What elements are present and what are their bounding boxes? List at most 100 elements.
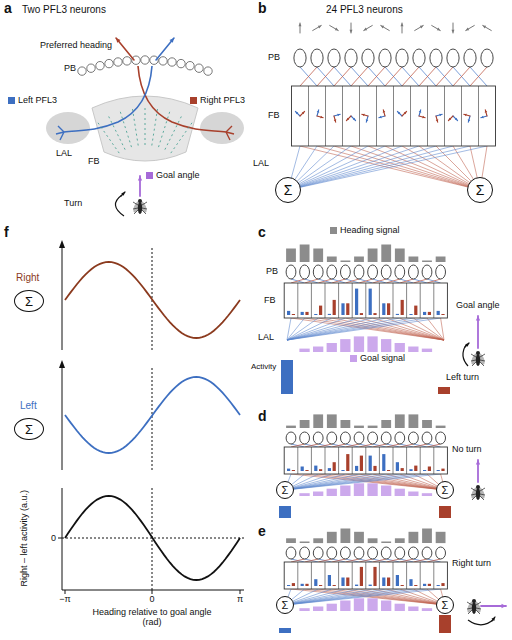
heading-arrow — [381, 26, 390, 31]
fly-body — [476, 488, 480, 500]
heading-bar — [300, 245, 310, 263]
preferred-heading-arrow — [379, 116, 385, 118]
heading-bar — [354, 257, 364, 263]
text-label: FB — [268, 110, 280, 120]
fb-column-divider — [420, 283, 421, 318]
pb-glomerulus — [186, 61, 194, 69]
heading-bar — [409, 257, 419, 263]
pb-glomerulus — [159, 57, 167, 65]
pb-glomerulus — [177, 59, 185, 67]
goal-bar — [354, 336, 364, 352]
preferred-heading-arrow-head — [436, 119, 439, 122]
activity-bar — [279, 628, 291, 633]
fly-legs — [471, 488, 485, 500]
cell-activity-bar — [414, 585, 417, 586]
heading-bar — [300, 420, 310, 428]
preferred-heading-arrow — [464, 114, 470, 116]
pb-fb-wire — [305, 444, 319, 447]
cell-activity-bar — [360, 567, 363, 586]
lal-neuropil — [46, 112, 90, 144]
pb-glomerulus — [286, 432, 296, 444]
cell-activity-bar — [287, 469, 290, 471]
goal-bar — [367, 598, 377, 611]
pb-fb-wire — [305, 559, 319, 562]
cell-activity-bar — [305, 312, 308, 315]
heading-bar — [381, 420, 391, 428]
cell-activity-bar — [423, 470, 426, 471]
heading-bar — [436, 257, 446, 263]
pb-glomerulus — [354, 432, 364, 444]
fb-column-dashes — [109, 117, 125, 150]
heading-arrow — [466, 26, 475, 31]
pb-glomerulus — [168, 58, 176, 66]
heading-arrow-head — [437, 28, 440, 31]
pb-fb-wire — [419, 67, 436, 86]
pb-fb-wire — [345, 559, 359, 562]
fb-column-divider — [338, 447, 339, 474]
heading-arrow-head — [400, 23, 403, 26]
pb-fb-wire — [413, 559, 427, 562]
preferred-heading-arrow — [397, 111, 402, 116]
preferred-heading-arrow — [383, 110, 385, 116]
goal-bar — [299, 493, 309, 496]
pb-fb-wire — [368, 67, 385, 86]
pb-fb-wire — [305, 559, 319, 562]
fly-head — [472, 599, 476, 603]
preferred-heading-arrow-head — [419, 110, 422, 113]
legend-entry: Heading signal — [330, 225, 400, 235]
heading-arrow — [313, 26, 322, 31]
text-label: PB — [266, 266, 278, 276]
pb-fb-wire — [359, 559, 373, 562]
fb-column-divider — [393, 447, 394, 474]
axis-tick — [152, 590, 153, 594]
preferred-heading-arrow — [436, 116, 438, 122]
pb-glomerulus — [395, 432, 405, 444]
fb-column-divider — [461, 86, 462, 146]
goal-angle-arrow-head — [502, 604, 507, 608]
pb-fb-wire — [291, 444, 305, 447]
fb-box — [284, 447, 447, 474]
fb-column-dashes — [152, 109, 158, 146]
pb-glomerulus — [368, 265, 378, 279]
activity-bar — [438, 387, 450, 394]
fb-column-dashes — [145, 108, 146, 145]
preferred-heading-arrow — [116, 38, 134, 60]
legend-text: Goal signal — [360, 353, 405, 363]
text-label: FB — [88, 156, 100, 166]
cell-activity-bar — [373, 466, 376, 471]
cell-activity-bar — [401, 300, 404, 315]
heading-bar — [313, 538, 323, 543]
pb-fb-wire — [385, 67, 402, 86]
cell-activity-bar — [441, 314, 444, 315]
goal-bar — [327, 489, 337, 496]
preferred-heading-arrow — [334, 114, 340, 116]
goal-angle-arrow — [477, 316, 479, 348]
cell-activity-bar — [414, 466, 417, 471]
pb-fb-wire — [386, 444, 400, 447]
heading-arrow — [483, 26, 492, 31]
pb-fb-wire — [373, 279, 387, 283]
heading-bar — [354, 426, 364, 428]
fb-column-divider — [379, 447, 380, 474]
legend-entry: Goal signal — [350, 353, 405, 363]
cell-activity-bar — [441, 469, 444, 471]
heading-bar — [436, 532, 446, 543]
text-label: Turn — [64, 198, 82, 208]
pb-fb-wire — [368, 67, 385, 86]
pb-glomerulus — [345, 49, 357, 67]
fb-column-divider — [433, 562, 434, 589]
heading-arrow-head — [381, 26, 384, 29]
pb-glomerulus — [328, 49, 340, 67]
heading-bar — [409, 414, 419, 428]
pb-glomerulus — [362, 49, 374, 67]
fb-column-divider — [338, 562, 339, 589]
preferred-heading-arrow — [351, 116, 356, 121]
cell-activity-bar — [305, 584, 308, 586]
fb-column-divider — [393, 86, 394, 146]
pb-glomerulus — [105, 59, 113, 67]
goal-bar — [395, 489, 405, 496]
pfl3-axon — [288, 146, 368, 190]
pb-glomerulus — [327, 432, 337, 444]
heading-arrow — [415, 26, 424, 31]
pb-glomerulus — [313, 432, 323, 444]
